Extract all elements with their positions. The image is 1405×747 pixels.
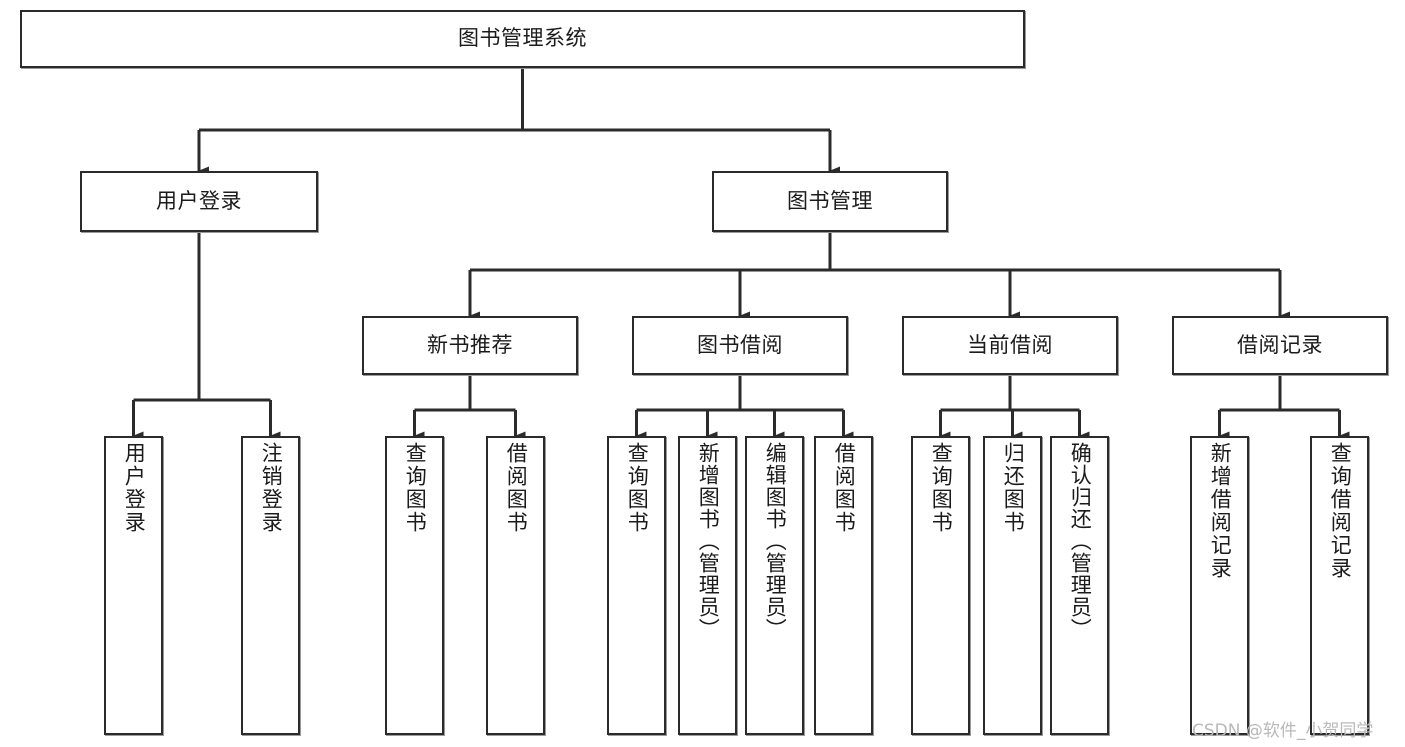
node-leaf-record-add[interactable]: 新增借阅记录 [1190, 436, 1249, 735]
node-label-leaf-rec-borrow: 借阅图书 [504, 442, 529, 534]
node-leaf-borrow-do[interactable]: 借阅图书 [814, 436, 873, 735]
node-label-leaf-borrow-edit: 编辑图书（管理员） [763, 442, 788, 640]
node-user-login[interactable]: 用户登录 [80, 171, 318, 232]
node-book-manage[interactable]: 图书管理 [712, 171, 948, 232]
node-leaf-user-logout[interactable]: 注销登录 [241, 436, 300, 735]
node-label-book-borrow: 图书借阅 [697, 332, 783, 357]
node-borrow-record[interactable]: 借阅记录 [1172, 316, 1388, 375]
node-leaf-rec-query[interactable]: 查询图书 [385, 436, 444, 735]
node-leaf-current-return[interactable]: 归还图书 [983, 436, 1042, 735]
node-label-leaf-record-query: 查询借阅记录 [1328, 442, 1353, 580]
node-label-current-borrow: 当前借阅 [967, 332, 1053, 357]
node-label-leaf-borrow-add: 新增图书（管理员） [696, 442, 721, 640]
node-new-book-rec[interactable]: 新书推荐 [362, 316, 578, 375]
node-label-borrow-record: 借阅记录 [1237, 332, 1323, 357]
node-leaf-borrow-add[interactable]: 新增图书（管理员） [678, 436, 737, 735]
node-label-leaf-record-add: 新增借阅记录 [1208, 442, 1233, 580]
node-label-leaf-current-return: 归还图书 [1001, 442, 1026, 534]
connector-group [132, 68, 1350, 441]
node-label-user-login: 用户登录 [156, 188, 242, 213]
node-label-leaf-user-login: 用户登录 [122, 442, 147, 534]
node-label-new-book-rec: 新书推荐 [427, 332, 513, 357]
node-leaf-borrow-query[interactable]: 查询图书 [607, 436, 666, 735]
node-leaf-current-confirm[interactable]: 确认归还（管理员） [1050, 436, 1109, 735]
node-label-book-manage: 图书管理 [787, 188, 873, 213]
node-leaf-rec-borrow[interactable]: 借阅图书 [486, 436, 545, 735]
node-label-leaf-current-query: 查询图书 [929, 442, 954, 534]
node-leaf-user-login[interactable]: 用户登录 [104, 436, 163, 735]
node-label-leaf-user-logout: 注销登录 [259, 442, 284, 534]
node-label-root: 图书管理系统 [458, 26, 587, 51]
node-current-borrow[interactable]: 当前借阅 [902, 316, 1118, 375]
node-label-leaf-borrow-query: 查询图书 [625, 442, 650, 534]
node-leaf-current-query[interactable]: 查询图书 [911, 436, 970, 735]
node-book-borrow[interactable]: 图书借阅 [632, 316, 848, 375]
node-root[interactable]: 图书管理系统 [20, 10, 1025, 68]
node-leaf-record-query[interactable]: 查询借阅记录 [1310, 436, 1369, 735]
node-label-leaf-current-confirm: 确认归还（管理员） [1068, 442, 1093, 640]
node-label-leaf-borrow-do: 借阅图书 [832, 442, 857, 534]
node-label-leaf-rec-query: 查询图书 [403, 442, 428, 534]
node-leaf-borrow-edit[interactable]: 编辑图书（管理员） [745, 436, 804, 735]
